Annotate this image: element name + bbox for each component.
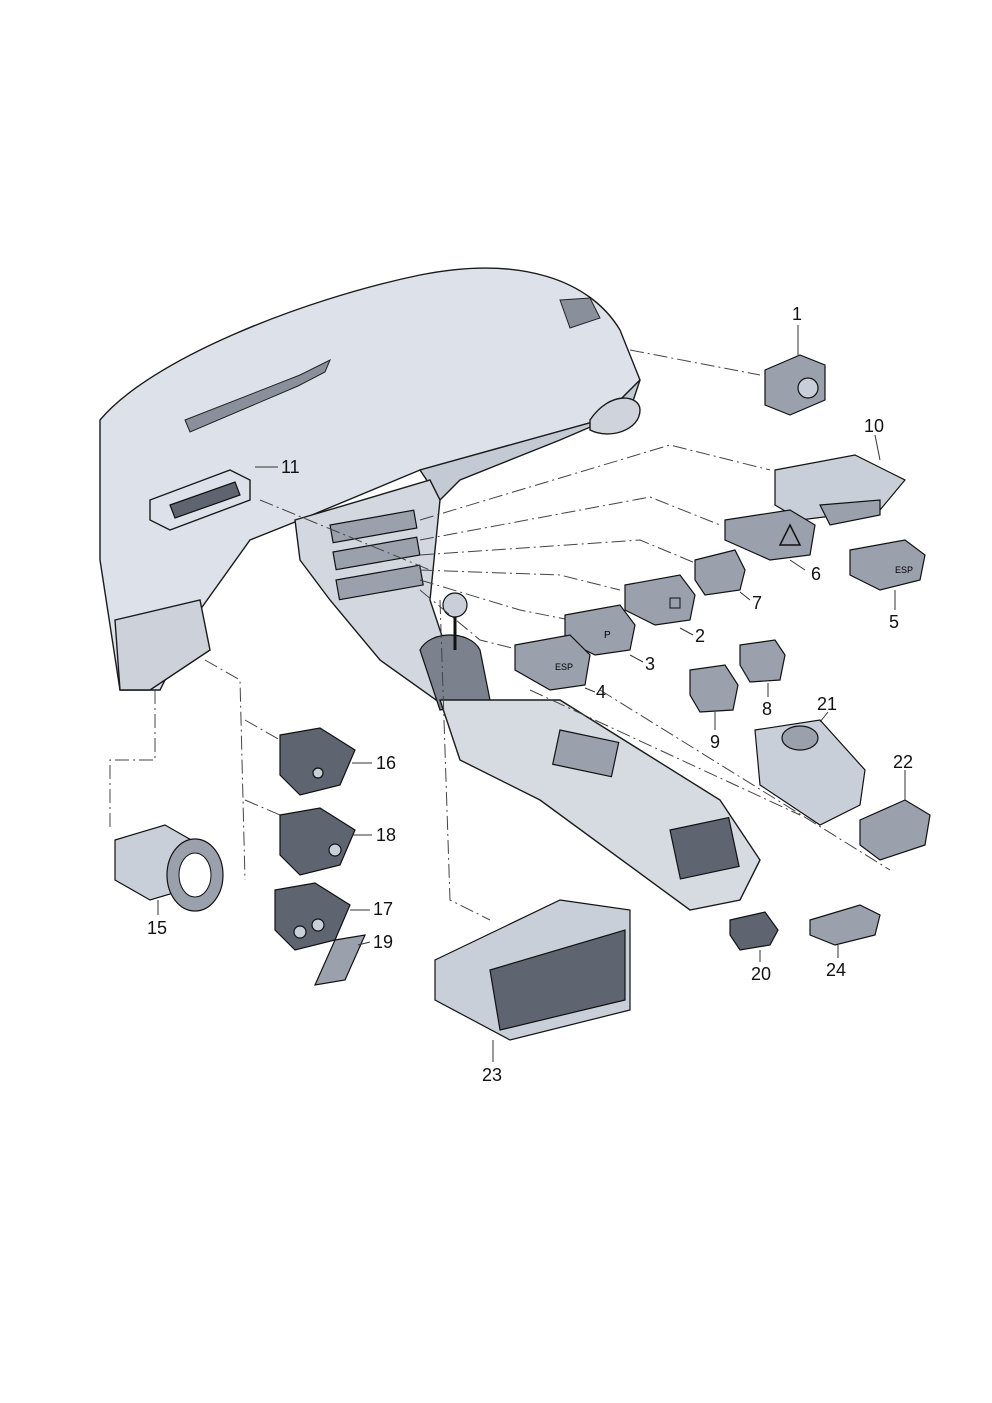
- leader-ticks: [157, 325, 906, 1062]
- callout-11: 11: [281, 457, 300, 477]
- part-21: [754, 719, 866, 826]
- callout-21: 21: [817, 694, 837, 714]
- part-18: [279, 807, 356, 876]
- part-4: ESP: [514, 634, 591, 691]
- part-10: [774, 454, 906, 526]
- part-15: [114, 824, 224, 912]
- part-5: ESP: [849, 539, 926, 591]
- part-7: [694, 549, 746, 596]
- part-20: [729, 911, 779, 951]
- part-11: [149, 469, 251, 531]
- callout-7: 7: [752, 593, 762, 613]
- callout-4: 4: [596, 682, 606, 702]
- part-17: [274, 882, 351, 951]
- part-8: [739, 639, 786, 683]
- callout-9: 9: [710, 732, 720, 752]
- callout-8: 8: [762, 699, 772, 719]
- callout-17: 17: [373, 899, 393, 919]
- esp-label-lower: ESP: [555, 662, 573, 672]
- windshield-vent: [184, 358, 331, 433]
- callout-24: 24: [826, 960, 846, 980]
- esp-label-upper: ESP: [895, 565, 913, 575]
- part-23: [434, 899, 631, 1041]
- callout-1: 1: [792, 304, 802, 324]
- callout-6: 6: [811, 564, 821, 584]
- part-22: [859, 799, 931, 861]
- dashboard: [99, 267, 761, 911]
- part-16: [279, 727, 356, 796]
- reference-lines: [109, 349, 891, 921]
- callout-3: 3: [645, 654, 655, 674]
- callout-labels: 1 10 11 6 7 5 2 3 4 8 9 21 22 16 18 17 1…: [147, 304, 913, 1085]
- park-label: P: [604, 630, 611, 641]
- callout-2: 2: [695, 626, 705, 646]
- side-vent-right: [559, 297, 601, 329]
- callout-16: 16: [376, 753, 396, 773]
- part-24: [809, 904, 881, 946]
- part-9: [689, 664, 739, 713]
- part-1: [764, 354, 826, 416]
- callout-20: 20: [751, 964, 771, 984]
- callout-22: 22: [893, 752, 913, 772]
- callout-18: 18: [376, 825, 396, 845]
- callout-5: 5: [889, 612, 899, 632]
- part-6: [724, 509, 816, 561]
- callout-10: 10: [864, 416, 884, 436]
- callout-19: 19: [373, 932, 393, 952]
- callout-15: 15: [147, 918, 167, 938]
- part-19: [313, 934, 367, 986]
- part-2: [624, 574, 696, 626]
- callout-23: 23: [482, 1065, 502, 1085]
